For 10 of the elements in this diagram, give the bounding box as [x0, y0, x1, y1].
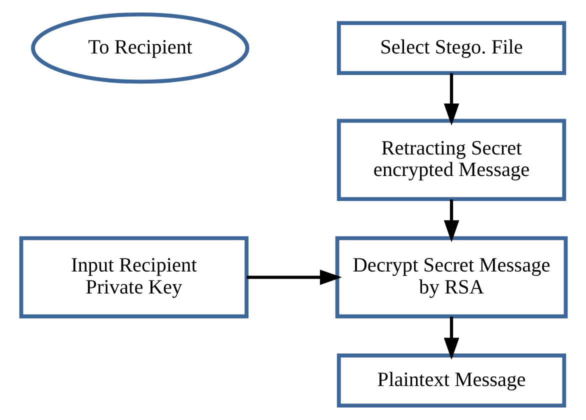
node-ellipse: To Recipient [30, 12, 249, 84]
arrow [443, 73, 459, 126]
node-box: Retracting Secret encrypted Message [336, 118, 566, 201]
node-box: Plaintext Message [336, 354, 566, 408]
node-box: Input Recipient Private Key [18, 236, 248, 318]
node-box: Select Stego. File [336, 21, 566, 76]
arrow [443, 200, 459, 242]
node-box: Decrypt Secret Message by RSA [334, 236, 568, 318]
arrow [443, 316, 459, 360]
arrow [246, 270, 342, 285]
